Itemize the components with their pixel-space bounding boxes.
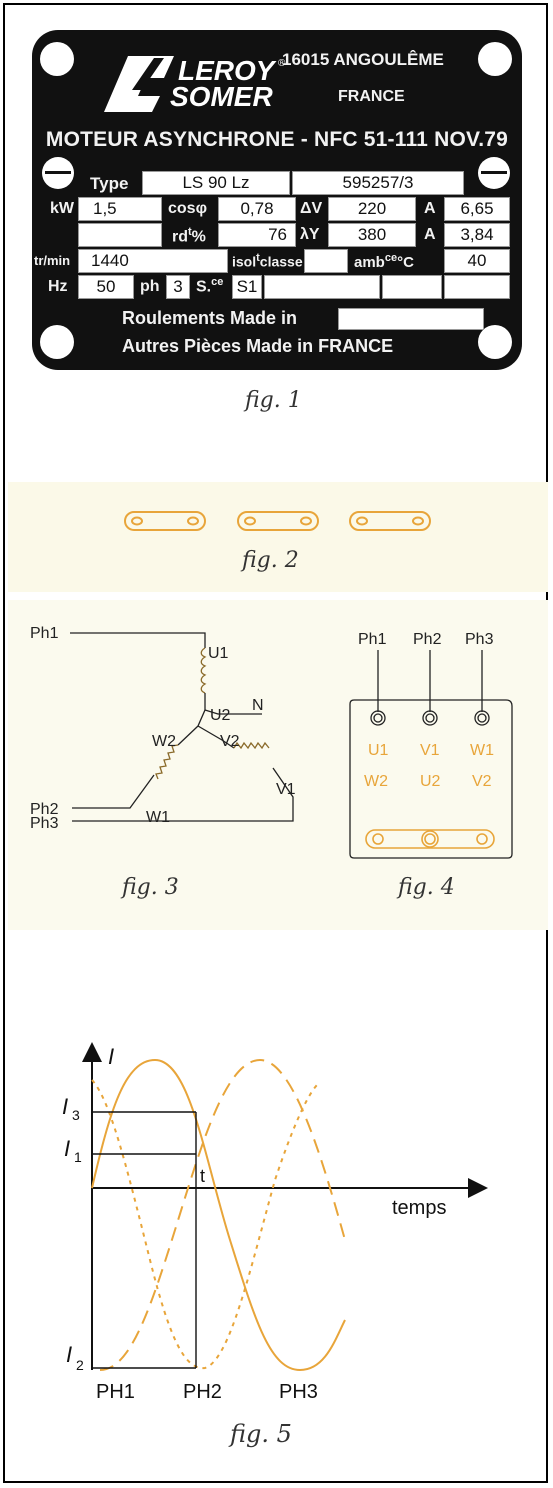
i1-label: I [64, 1136, 70, 1161]
phase-label: ph [140, 278, 160, 295]
terminal-box-diagram: Ph1 Ph2 Ph3 U1 V1 W1 W2 U2 V2 [349, 631, 513, 859]
kw-value: 1,5 [78, 197, 162, 221]
fig4-u1-label: U1 [368, 742, 389, 759]
efficiency-value: 76 [218, 223, 296, 247]
mounting-hole-bottom-right [478, 325, 512, 359]
type-label: Type [90, 174, 129, 193]
current-star-value: 3,84 [444, 223, 510, 247]
lambda-y-value: 380 [328, 223, 416, 247]
mounting-hole-top-right [478, 42, 512, 76]
screw-left-icon [42, 157, 74, 189]
kw-second-field [78, 223, 162, 247]
y-axis-label: I [108, 1044, 114, 1069]
delta-v-value: 220 [328, 197, 416, 221]
fig4-ph1-label: Ph1 [358, 631, 387, 648]
plate-title: MOTEUR ASYNCHRONE - NFC 51-111 NOV.79 [45, 128, 509, 151]
fig4-u2-label: U2 [420, 773, 441, 790]
i2-label: I [66, 1342, 72, 1367]
fig1-caption: fig. 1 [245, 388, 302, 413]
rpm-label: tr/min [34, 253, 71, 268]
current-a-label-2: A [424, 226, 436, 243]
ambient-temp-value: 40 [444, 249, 510, 273]
i1-subscript: 1 [74, 1149, 82, 1165]
kw-label: kW [50, 200, 74, 217]
star-wiring-diagram: Ph1 U1 U2 N W2 V2 V1 W1 Ph2 Ph3 [30, 625, 296, 832]
registered-mark: ® [278, 58, 286, 69]
ph1-solid-curve [91, 1058, 346, 1372]
x-axis-label: temps [392, 1197, 446, 1219]
fig3-ph1-label: Ph1 [30, 625, 59, 642]
fig4-w1-label: W1 [470, 742, 494, 759]
ambient-temp-label: ambce°C [354, 252, 414, 271]
leroy-somer-logo: LEROY SOMER ® [104, 55, 286, 112]
service-value: S1 [232, 275, 262, 299]
current-delta-value: 6,65 [444, 197, 510, 221]
screw-right-icon [478, 157, 510, 189]
blank-field-2 [382, 275, 442, 299]
hz-value: 50 [78, 275, 134, 299]
fig4-caption: fig. 4 [398, 875, 455, 900]
mounting-hole-top-left [40, 42, 74, 76]
fig3-u1-label: U1 [208, 645, 229, 662]
fig2-caption: fig. 2 [242, 548, 299, 573]
bearings-text: Roulements Made in [122, 308, 298, 328]
fig3-u2-label: U2 [210, 707, 231, 724]
blank-field-3 [444, 275, 510, 299]
link-strip-1 [124, 511, 206, 531]
ph3-dotted-curve [91, 1079, 321, 1370]
fig4-v2-label: V2 [472, 773, 492, 790]
ph2-label: PH2 [183, 1381, 222, 1403]
efficiency-label: rdt% [172, 226, 206, 246]
insulation-class-label: isoltclasse [232, 252, 303, 270]
parts-text: Autres Pièces Made in FRANCE [122, 336, 394, 356]
logo-leroy-text: LEROY [178, 55, 277, 86]
motor-rating-plate: LEROY SOMER ® 16015 ANGOULÊME FRANCE MOT… [32, 30, 522, 370]
fig3-ph2-label: Ph2 [30, 801, 59, 818]
blank-field-1 [264, 275, 380, 299]
cosphi-value: 0,78 [218, 197, 296, 221]
fig5-caption: fig. 5 [230, 1420, 292, 1448]
phase-current-graph: I I 3 I 1 I 2 t temps PH1 PH2 PH3 [62, 1042, 488, 1403]
fig3-w1-label: W1 [146, 809, 170, 826]
terminal-links-figure [124, 511, 431, 531]
fig3-fig4-background [8, 600, 548, 930]
delta-v-label: ΔV [300, 200, 323, 217]
fig4-w2-label: W2 [364, 773, 388, 790]
type-value: LS 90 Lz [142, 171, 290, 195]
logo-somer-text: SOMER [170, 81, 273, 112]
i2-subscript: 2 [76, 1357, 84, 1373]
bearings-origin-field [338, 308, 484, 330]
service-label: S.ce [196, 276, 224, 296]
link-strip-2 [237, 511, 319, 531]
fig4-ph3-label: Ph3 [465, 631, 494, 648]
mounting-hole-bottom-left [40, 325, 74, 359]
insulation-class-value [304, 249, 348, 273]
current-a-label: A [424, 200, 436, 217]
fig4-ph2-label: Ph2 [413, 631, 442, 648]
fig3-n-label: N [252, 697, 264, 714]
ph2-dashed-curve [99, 1058, 346, 1371]
phase-value: 3 [166, 275, 190, 299]
serial-value: 595257/3 [292, 171, 464, 195]
fig3-caption: fig. 3 [122, 875, 179, 900]
fig4-v1-label: V1 [420, 742, 440, 759]
i3-subscript: 3 [72, 1107, 80, 1123]
fig3-v2-label: V2 [220, 733, 240, 750]
star-link-bar [365, 829, 495, 849]
lambda-y-label: λY [300, 226, 320, 243]
ph3-label: PH3 [279, 1381, 318, 1403]
fig3-ph3-label: Ph3 [30, 815, 59, 832]
plate-city: 16015 ANGOULÊME [282, 50, 444, 69]
fig2-background [8, 482, 548, 592]
link-strip-3 [349, 511, 431, 531]
plate-country: FRANCE [338, 88, 405, 105]
i3-label: I [62, 1094, 68, 1119]
fig3-w2-label: W2 [152, 733, 176, 750]
fig3-v1-label: V1 [276, 781, 296, 798]
rpm-value: 1440 [78, 249, 228, 273]
t-label: t [200, 1166, 205, 1186]
ph1-label: PH1 [96, 1381, 135, 1403]
hz-label: Hz [48, 278, 68, 295]
cosphi-label: cosφ [168, 200, 208, 217]
